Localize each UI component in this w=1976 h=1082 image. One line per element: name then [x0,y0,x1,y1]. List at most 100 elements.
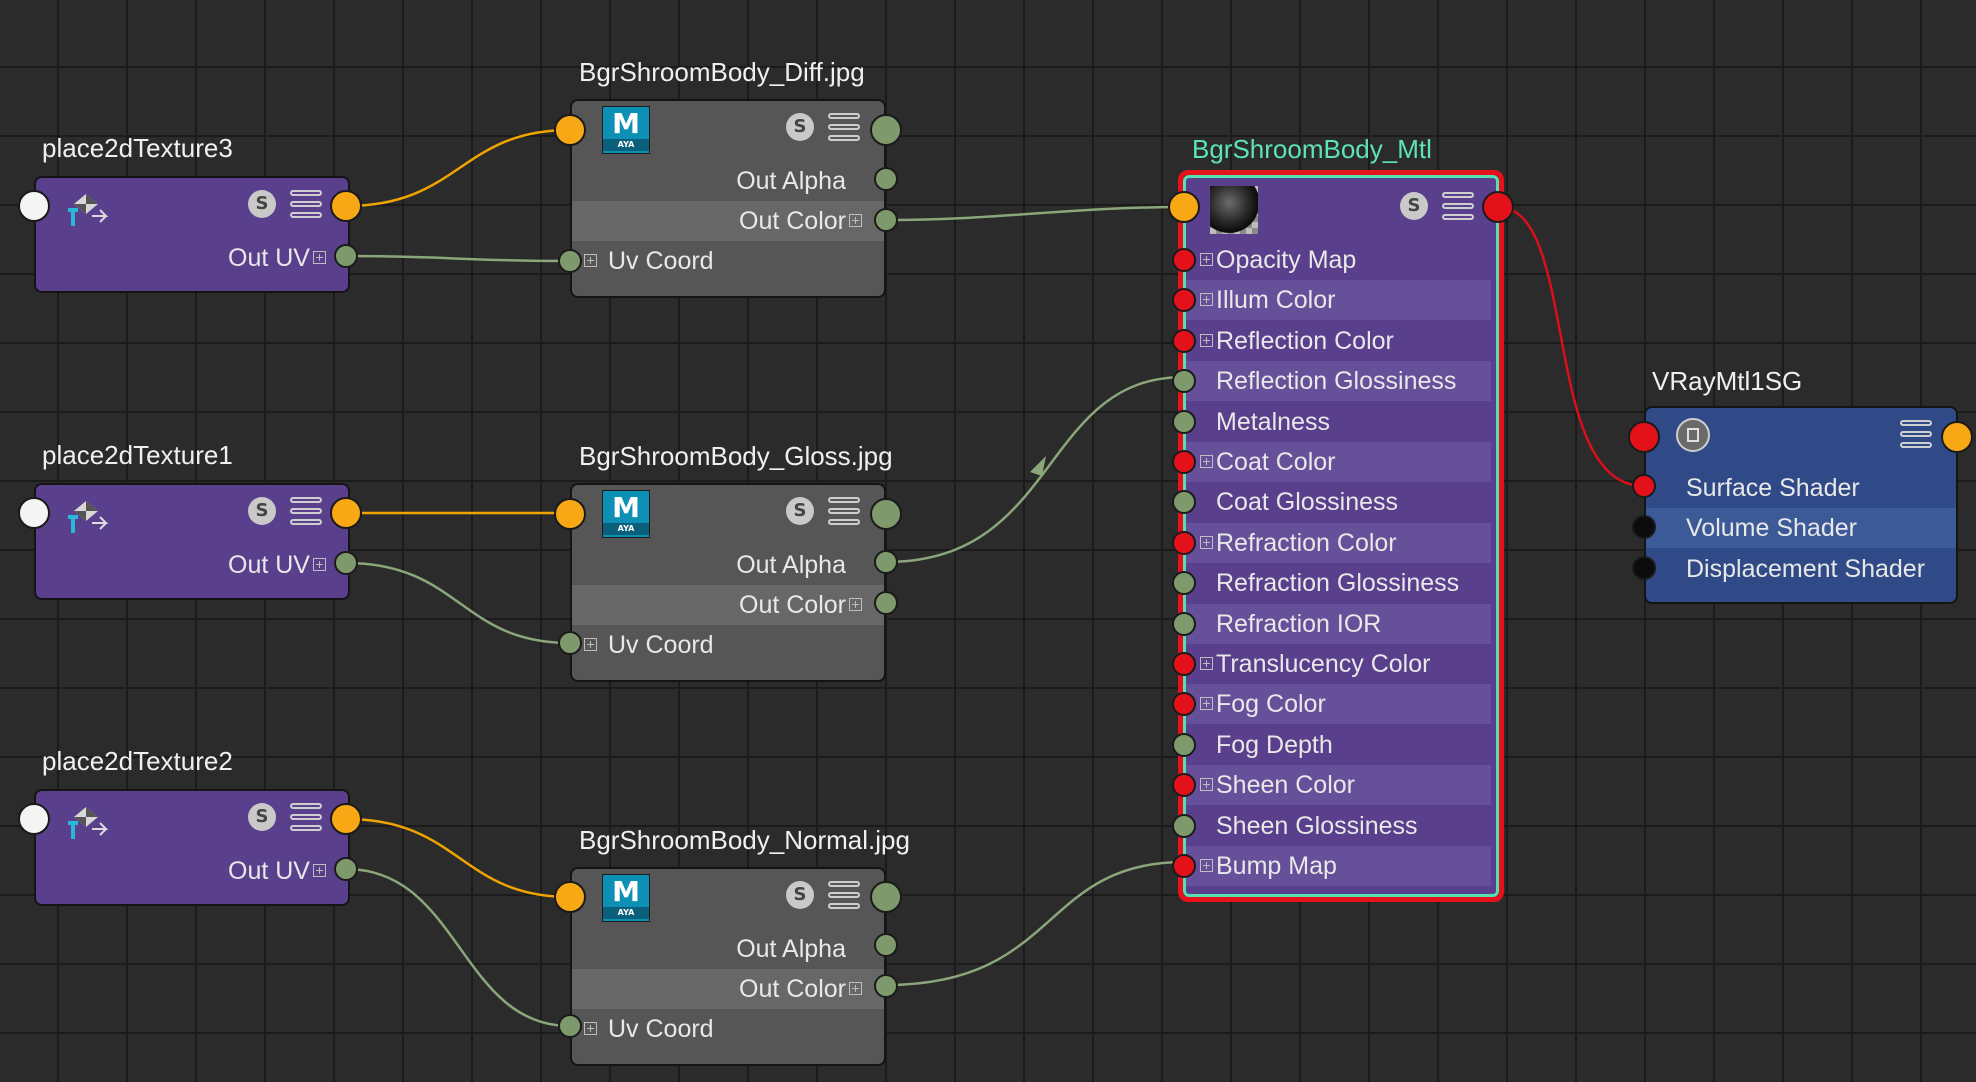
port-diff-out-alpha[interactable] [874,167,898,191]
port-mtl-opacity-map[interactable] [1172,248,1196,272]
attribute-list-icon[interactable] [1900,420,1932,448]
expand-icon[interactable] [1200,535,1213,549]
expand-icon[interactable] [313,558,326,571]
port-gloss-out-alpha[interactable] [874,550,898,574]
swatch-icon[interactable]: S [1400,192,1428,220]
port-mtl-bump-map[interactable] [1172,854,1196,878]
port-place2-in[interactable] [18,803,50,835]
expand-icon[interactable] [1200,697,1213,711]
swatch-icon[interactable]: S [248,803,276,831]
port-diff-in[interactable] [554,114,586,146]
port-mtl-sheen-glossiness[interactable] [1172,813,1196,838]
swatch-icon[interactable]: S [248,497,276,525]
port-mtl-in[interactable] [1168,191,1200,223]
node-title-diff[interactable]: BgrShroomBody_Diff.jpg [579,57,865,87]
port-mtl-sheen-color[interactable] [1172,773,1196,798]
attribute-list-icon[interactable] [1442,192,1474,220]
expand-icon[interactable] [849,598,862,611]
port-gloss-in[interactable] [554,498,586,530]
port-place1-in[interactable] [18,497,50,529]
node-title-sg[interactable]: VRayMtl1SG [1652,366,1803,396]
attr-label: Uv Coord [608,247,714,275]
expand-icon[interactable] [584,638,597,651]
expand-icon[interactable] [1200,333,1213,347]
expand-icon[interactable] [1200,859,1213,872]
node-title-normal[interactable]: BgrShroomBody_Normal.jpg [579,825,910,855]
expand-icon[interactable] [584,254,597,267]
port-normal-out-alpha[interactable] [874,933,898,957]
swatch-icon[interactable]: S [248,190,276,218]
node-title-place2dTexture1[interactable]: place2dTexture1 [42,440,233,470]
port-mtl-coat-glossiness[interactable] [1172,490,1196,515]
port-place2-out[interactable] [330,803,362,835]
port-mtl-refraction-ior[interactable] [1172,611,1196,636]
swatch-icon[interactable]: S [786,113,814,141]
port-normal-uv-coord[interactable] [558,1014,582,1038]
port-mtl-fog-color[interactable] [1172,692,1196,717]
port-mtl-illum-color[interactable] [1172,288,1196,313]
attribute-list-icon[interactable] [828,113,860,141]
node-place2dTexture1[interactable]: S Out UV [34,483,350,600]
port-place3-out[interactable] [330,190,362,222]
port-mtl-translucency-color[interactable] [1172,652,1196,676]
port-sg-surface-shader[interactable] [1632,474,1656,498]
port-diff-uv-coord[interactable] [558,249,582,273]
port-place3-in[interactable] [18,190,50,222]
attribute-list-icon[interactable] [290,803,322,831]
expand-icon[interactable] [313,864,326,877]
port-diff-out[interactable] [870,114,902,146]
port-place1-out-uv[interactable] [334,551,358,575]
expand-icon[interactable] [584,1022,597,1035]
port-gloss-uv-coord[interactable] [558,631,582,655]
port-place2-out-uv[interactable] [334,857,358,881]
port-mtl-coat-color[interactable] [1172,450,1196,474]
attribute-list-icon[interactable] [828,881,860,909]
port-diff-out-color[interactable] [874,208,898,232]
port-mtl-refraction-glossiness[interactable] [1172,571,1196,596]
port-normal-out-color[interactable] [874,974,898,998]
node-title-place2dTexture2[interactable]: place2dTexture2 [42,746,233,776]
node-shading-group[interactable]: Surface Shader Volume Shader Displacemen… [1644,406,1958,604]
expand-icon[interactable] [849,214,862,227]
expand-icon[interactable] [1200,253,1213,266]
swatch-icon[interactable]: S [786,881,814,909]
attribute-list-icon[interactable] [290,497,322,525]
port-mtl-reflection-glossiness[interactable] [1172,369,1196,394]
port-sg-displacement-shader[interactable] [1632,556,1656,580]
expand-icon[interactable] [313,251,326,264]
port-place1-out[interactable] [330,497,362,529]
node-place2dTexture2[interactable]: S Out UV [34,789,350,906]
port-mtl-out[interactable] [1482,191,1514,223]
node-title-gloss[interactable]: BgrShroomBody_Gloss.jpg [579,441,893,471]
swatch-icon[interactable]: S [786,497,814,525]
place2d-texture-icon [68,194,108,226]
expand-icon[interactable] [849,982,862,995]
attribute-list-icon[interactable] [828,497,860,525]
expand-icon[interactable] [1200,657,1213,670]
expand-icon[interactable] [1200,293,1213,307]
port-mtl-fog-depth[interactable] [1172,732,1196,757]
expand-icon[interactable] [1200,455,1213,468]
port-mtl-reflection-color[interactable] [1172,328,1196,353]
port-mtl-refraction-color[interactable] [1172,530,1196,555]
port-gloss-out-color[interactable] [874,591,898,615]
port-gloss-out[interactable] [870,498,902,530]
node-title-mtl[interactable]: BgrShroomBody_Mtl [1192,134,1432,164]
attr-label: Out Color [739,207,846,235]
attribute-list-icon[interactable] [290,190,322,218]
expand-icon[interactable] [1200,778,1213,792]
port-mtl-metalness[interactable] [1172,409,1196,434]
port-place3-out-uv[interactable] [334,244,358,268]
node-title-place2dTexture3[interactable]: place2dTexture3 [42,133,233,163]
attr-row-out-color: Out Color [572,585,884,625]
port-normal-out[interactable] [870,881,902,913]
node-place2dTexture3[interactable]: S Out UV [34,176,350,293]
port-normal-in[interactable] [554,881,586,913]
port-sg-out[interactable] [1941,421,1973,453]
port-sg-volume-shader[interactable] [1632,515,1656,539]
port-sg-in[interactable] [1628,421,1660,453]
